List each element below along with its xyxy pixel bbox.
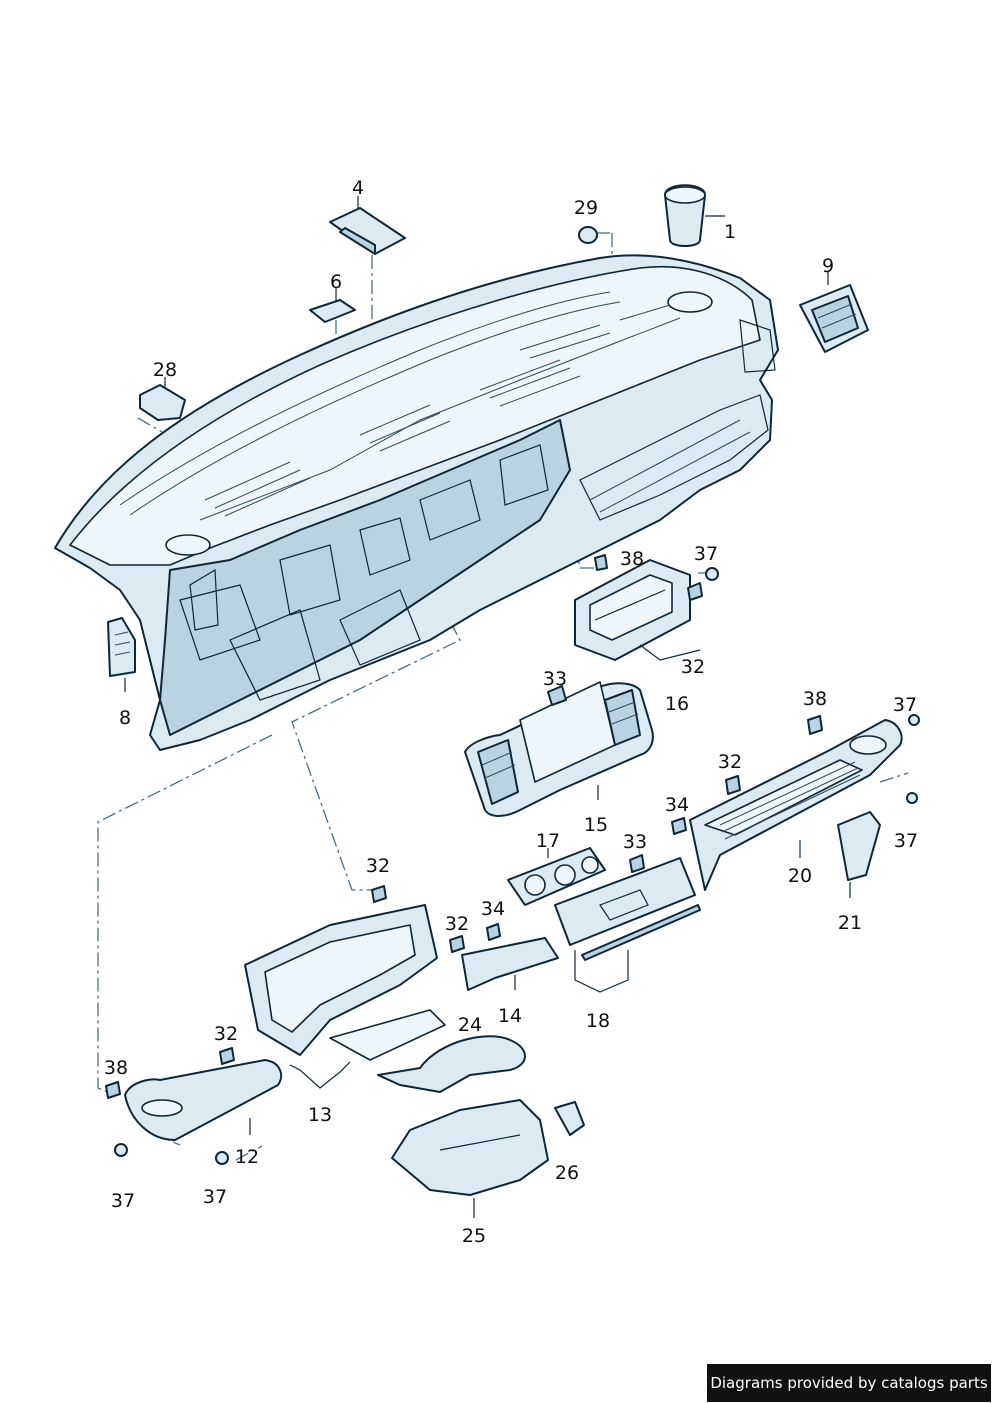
part-13-cluster-housing [244, 885, 438, 1089]
speaker-left [165, 534, 211, 556]
part-number-labels: 1 4 29 9 6 28 38 37 32 33 16 8 38 37 32 … [104, 177, 918, 1247]
label-37-b: 37 [893, 694, 917, 716]
label-38-c: 38 [104, 1057, 128, 1079]
label-16: 16 [665, 693, 689, 715]
part-15-center-bezel [464, 681, 654, 817]
label-18: 18 [586, 1010, 610, 1032]
label-14: 14 [498, 1005, 522, 1027]
part-17-climate-control [507, 847, 606, 906]
label-37-d: 37 [111, 1190, 135, 1212]
label-32-e: 32 [214, 1023, 238, 1045]
credit-banner: Diagrams provided by catalogs parts [707, 1364, 991, 1402]
part-9-air-vent [799, 272, 869, 353]
label-13: 13 [308, 1104, 332, 1126]
part-14-cover [449, 923, 559, 991]
label-34-b: 34 [481, 898, 505, 920]
part-20-trim-panel [671, 714, 920, 891]
label-9: 9 [822, 255, 834, 277]
defrost-grille [204, 304, 671, 517]
label-8: 8 [119, 707, 131, 729]
label-32-c: 32 [366, 855, 390, 877]
part-12-lower-trim [105, 1047, 283, 1165]
label-26: 26 [555, 1162, 579, 1184]
label-33-a: 33 [543, 668, 567, 690]
label-25: 25 [462, 1225, 486, 1247]
part-26-trim-piece [554, 1101, 585, 1136]
label-37-e: 37 [203, 1186, 227, 1208]
label-37-a: 37 [694, 543, 718, 565]
part-29-clip [578, 226, 598, 244]
part-25-column-cover-lower [391, 1099, 549, 1218]
label-4: 4 [352, 177, 364, 199]
label-37-c: 37 [894, 830, 918, 852]
part-4-storage-tray [329, 196, 406, 255]
label-38-b: 38 [803, 688, 827, 710]
label-12: 12 [235, 1146, 259, 1168]
label-24: 24 [458, 1014, 482, 1036]
label-33-b: 33 [623, 831, 647, 853]
label-21: 21 [838, 912, 862, 934]
label-15: 15 [584, 814, 608, 836]
part-28-switch [139, 377, 186, 421]
label-1: 1 [724, 221, 736, 243]
part-8-side-vent [107, 617, 136, 692]
part-18-switch-panel [554, 854, 701, 993]
label-29: 29 [574, 197, 598, 219]
label-32-d: 32 [445, 913, 469, 935]
label-32-a: 32 [681, 656, 705, 678]
speaker-right [667, 291, 713, 313]
dashboard-panel [54, 254, 779, 751]
label-32-b: 32 [718, 751, 742, 773]
part-6-cover [309, 288, 356, 323]
label-38-a: 38 [620, 548, 644, 570]
part-21-cup-insert [837, 811, 881, 898]
label-6: 6 [330, 271, 342, 293]
label-28: 28 [153, 359, 177, 381]
label-17: 17 [536, 830, 560, 852]
part-1-cup-holder [664, 184, 725, 247]
label-34-a: 34 [665, 794, 689, 816]
label-20: 20 [788, 865, 812, 887]
part-24-column-cover-upper [329, 1009, 526, 1093]
part-16-radio-frame [574, 554, 719, 661]
